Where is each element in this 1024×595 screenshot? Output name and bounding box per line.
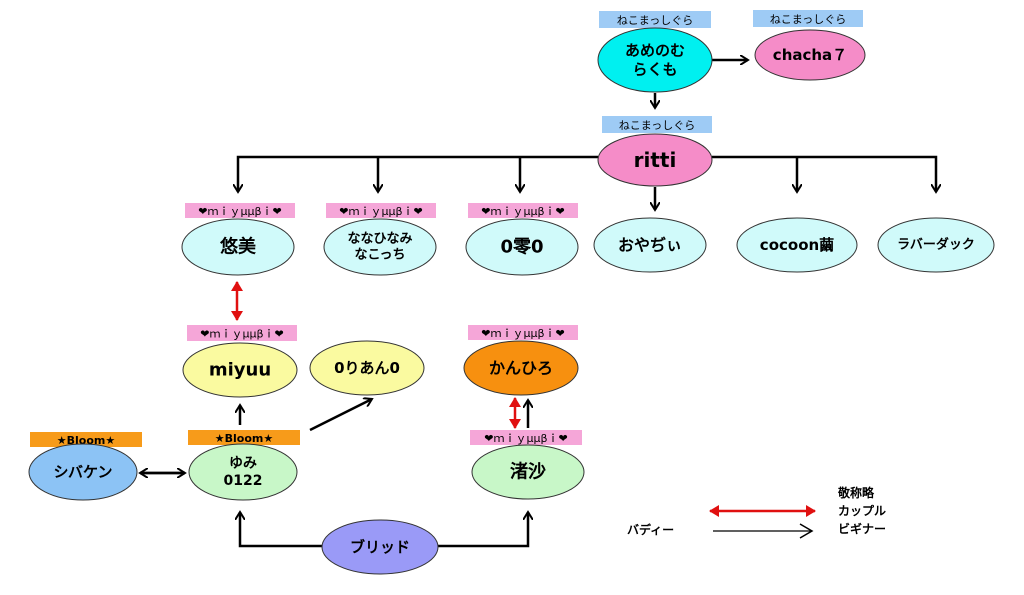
node-oyajii: おやぢぃ xyxy=(593,217,707,273)
node-label: cocoon繭 xyxy=(760,236,834,254)
node-ellipse xyxy=(877,217,995,273)
nodes: ねこまっしぐらあめのむらくもねこまっしぐらchacha７ねこまっしぐらritti… xyxy=(28,10,995,575)
node-label: ラバーダック xyxy=(897,237,975,253)
group-tag-label: ❤ｍｉｙμμβｉ❤ xyxy=(200,328,283,341)
group-tag-label: ❤ｍｉｙμμβｉ❤ xyxy=(481,327,564,340)
node-label: あめのむ xyxy=(625,42,685,60)
legend-label: ビギナー xyxy=(838,521,886,536)
node-nagisa: ❤ｍｉｙμμβｉ❤ 渚沙 xyxy=(470,430,585,500)
group-tag xyxy=(468,325,578,340)
group-tag-label: ねこまっしぐら xyxy=(770,13,847,26)
group-tag xyxy=(185,203,295,218)
node-rubber: ラバーダック xyxy=(877,217,995,273)
node-chacha: ねこまっしぐら chacha７ xyxy=(753,10,866,81)
legend-label: カップル xyxy=(838,503,886,518)
group-tag xyxy=(188,430,300,445)
node-ellipse xyxy=(323,218,437,276)
node-yumi0122: ★Bloom★ ゆみ 0122 xyxy=(188,430,300,501)
connector-arrow xyxy=(309,399,372,432)
group-tag xyxy=(326,203,436,218)
group-tag xyxy=(468,203,578,218)
node-rei: ❤ｍｉｙμμβｉ❤ 0零0 xyxy=(465,203,579,276)
node-label: ゆみ xyxy=(229,455,257,471)
node-ellipse xyxy=(593,217,707,273)
node-label: ritti xyxy=(634,148,677,172)
group-tag xyxy=(187,325,297,341)
node-label: ななひなみ xyxy=(347,231,412,246)
node-ellipse xyxy=(754,29,866,81)
node-cocoon: cocoon繭 xyxy=(736,217,858,273)
edges xyxy=(140,60,936,548)
node-ellipse xyxy=(597,133,713,187)
group-tag xyxy=(470,430,582,445)
node-label: 悠美 xyxy=(219,236,256,258)
node-shibaken: ★Bloom★ シバケン xyxy=(28,432,142,501)
node-orian: 0りあん0 xyxy=(309,340,425,396)
node-ellipse xyxy=(465,218,579,276)
group-tag xyxy=(753,10,863,27)
node-ellipse xyxy=(181,218,295,276)
group-tag-label: ❤ｍｉｙμμβｉ❤ xyxy=(339,205,422,218)
group-tag xyxy=(30,432,142,447)
node-label: 渚沙 xyxy=(510,461,546,483)
connector-arrow xyxy=(438,512,528,548)
node-ellipse xyxy=(597,27,713,93)
node-ellipse xyxy=(736,217,858,273)
group-tag-label: ★Bloom★ xyxy=(215,432,274,445)
node-ellipse xyxy=(188,443,298,501)
group-tag-label: ねこまっしぐら xyxy=(617,14,694,27)
connector-arrow xyxy=(240,512,322,548)
node-label: らくも xyxy=(632,60,677,78)
node-yumi_k: ❤ｍｉｙμμβｉ❤ 悠美 xyxy=(181,203,295,276)
group-tag-label: ねこまっしぐら xyxy=(619,119,696,132)
node-label: chacha７ xyxy=(773,46,847,64)
group-tag xyxy=(602,116,712,133)
node-kanhiro: ❤ｍｉｙμμβｉ❤ かんひろ xyxy=(463,325,579,396)
group-tag xyxy=(599,11,711,28)
node-miyuu: ❤ｍｉｙμμβｉ❤ miyuu xyxy=(182,325,298,398)
node-label: 0りあん0 xyxy=(334,359,400,377)
node-ellipse xyxy=(463,340,579,396)
node-label: 0122 xyxy=(224,473,263,489)
connector-arrow xyxy=(712,155,936,192)
node-label: 0零0 xyxy=(500,237,543,258)
legend-buddy-label: バディー xyxy=(627,522,674,537)
node-brid: ブリッド xyxy=(321,519,439,575)
node-ellipse xyxy=(471,444,585,500)
node-label: おやぢぃ xyxy=(618,236,682,255)
group-tag-label: ❤ｍｉｙμμβｉ❤ xyxy=(484,432,567,445)
connector-arrow xyxy=(238,155,598,192)
node-label: なこっち xyxy=(354,248,405,263)
node-ellipse xyxy=(321,519,439,575)
node-ellipse xyxy=(309,340,425,396)
group-tag-label: ★Bloom★ xyxy=(57,434,116,447)
legend-label: 敬称略 xyxy=(837,485,875,500)
group-tag-label: ❤ｍｉｙμμβｉ❤ xyxy=(481,205,564,218)
node-ritti: ねこまっしぐら ritti xyxy=(597,116,713,187)
node-ellipse xyxy=(182,342,298,398)
node-label: ブリッド xyxy=(350,538,410,556)
group-tag-label: ❤ｍｉｙμμβｉ❤ xyxy=(198,205,281,218)
node-label: シバケン xyxy=(53,463,112,481)
node-label: かんひろ xyxy=(489,359,553,378)
node-label: miyuu xyxy=(209,360,271,381)
node-ellipse xyxy=(28,443,138,501)
